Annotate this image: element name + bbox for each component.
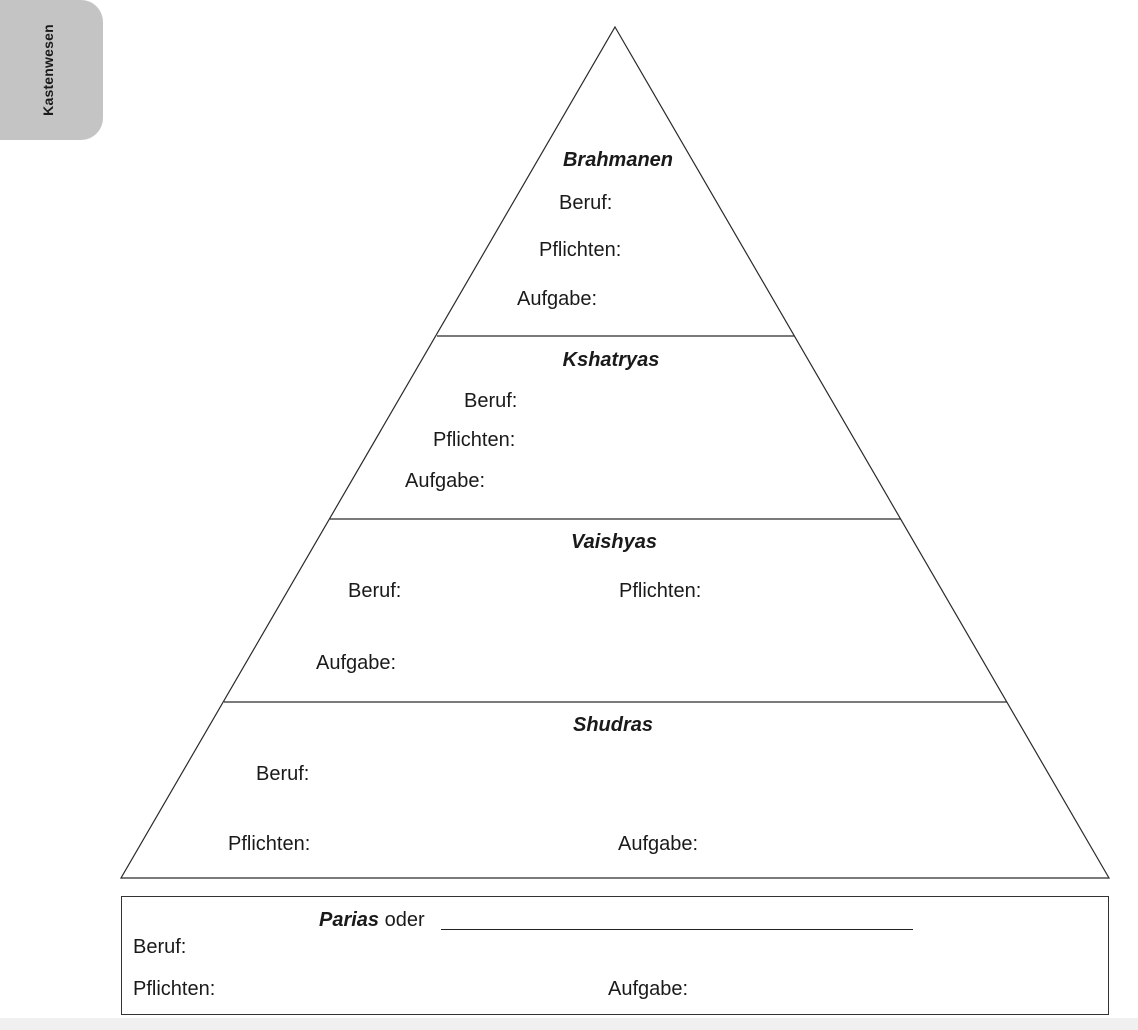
parias-box: [121, 896, 1109, 1015]
vaishyas-beruf-label: Beruf:: [348, 580, 402, 602]
tier-title-kshatryas: Kshatryas: [562, 349, 660, 371]
brahmanen-pflichten-label: Pflichten:: [539, 239, 622, 261]
shudras-beruf-label: Beruf:: [256, 763, 310, 785]
parias-title: Parias: [319, 909, 380, 931]
brahmanen-aufgabe-label: Aufgabe:: [517, 288, 598, 310]
kshatryas-beruf-label: Beruf:: [464, 390, 518, 412]
parias-blank-line: [441, 929, 913, 930]
pyramid-outline: [119, 25, 1111, 879]
side-tab: Kastenwesen: [0, 0, 103, 140]
parias-aufgabe-label: Aufgabe:: [608, 978, 689, 1000]
parias-heading: Parias oder: [319, 908, 430, 932]
kshatryas-pflichten-label: Pflichten:: [433, 429, 516, 451]
shudras-aufgabe-label: Aufgabe:: [618, 833, 699, 855]
tier-title-brahmanen: Brahmanen: [562, 149, 674, 171]
parias-beruf-label: Beruf:: [133, 936, 187, 958]
shudras-pflichten-label: Pflichten:: [228, 833, 311, 855]
tier-title-shudras: Shudras: [572, 714, 654, 736]
parias-pflichten-label: Pflichten:: [133, 978, 216, 1000]
bottom-bar: [0, 1018, 1138, 1030]
kshatryas-aufgabe-label: Aufgabe:: [405, 470, 486, 492]
vaishyas-pflichten-label: Pflichten:: [619, 580, 702, 602]
brahmanen-beruf-label: Beruf:: [559, 192, 613, 214]
vaishyas-aufgabe-label: Aufgabe:: [316, 652, 397, 674]
parias-oder: oder: [379, 909, 431, 931]
tier-title-vaishyas: Vaishyas: [571, 531, 657, 553]
